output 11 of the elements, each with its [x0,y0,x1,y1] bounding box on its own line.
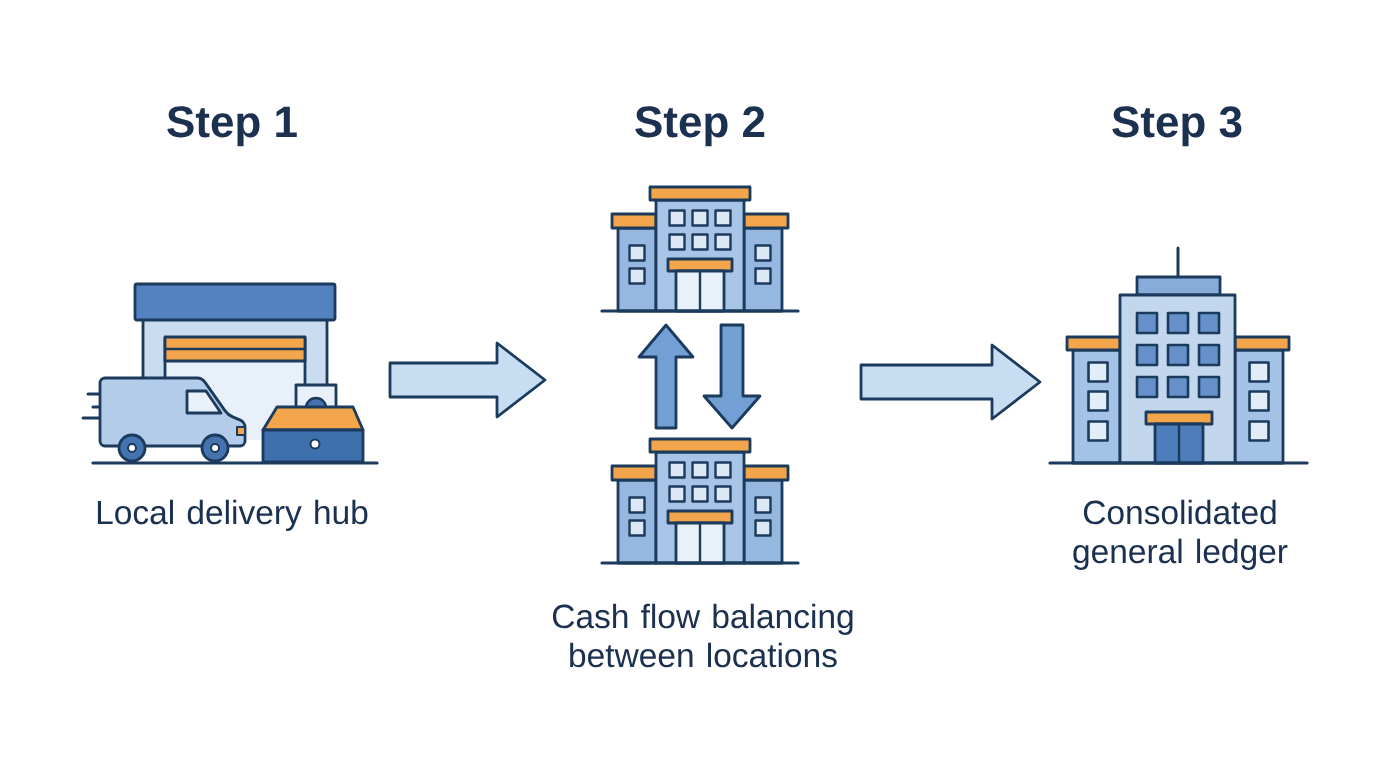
block-arrow [637,323,695,430]
step-label: Consolidated general ledger [1073,499,1288,570]
delivery-hub-illustration [81,282,379,465]
step-label: Local delivery hub [97,499,368,531]
block-arrow [388,341,547,419]
block-arrow [702,323,762,430]
step-heading: Step 3 [1112,106,1242,147]
step-label: Cash flow balancing between locations [552,603,853,668]
block-arrow [859,343,1042,421]
step-heading: Step 1 [167,106,297,147]
step-heading: Step 2 [635,106,765,147]
